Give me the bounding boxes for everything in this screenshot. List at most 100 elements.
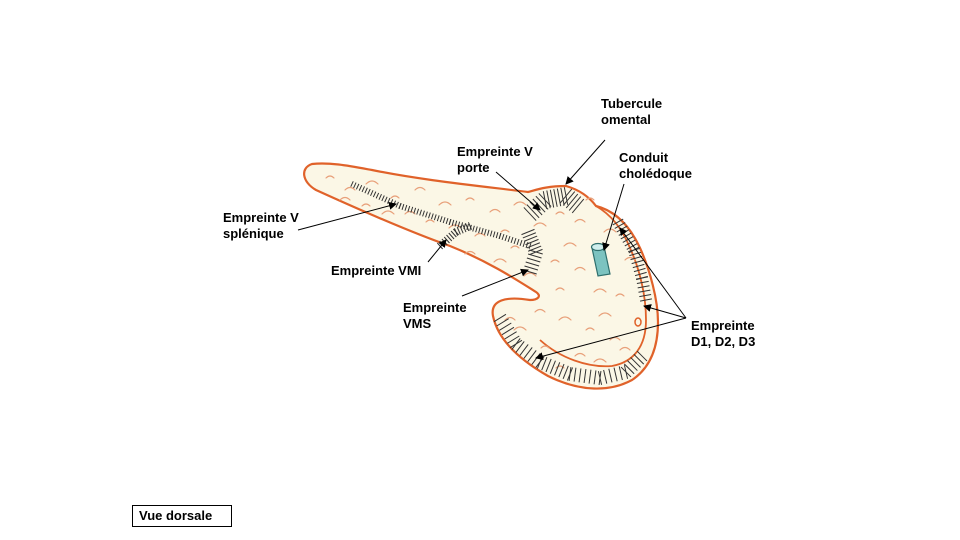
portal-hatch-mark (560, 187, 565, 206)
label-line: Empreinte (691, 318, 755, 333)
label-line: cholédoque (619, 166, 692, 181)
splenic-hatch-mark (448, 218, 452, 226)
duodenum-hatch-mark (633, 267, 646, 273)
texture-stroke (510, 245, 520, 249)
splenic-hatch-mark (507, 235, 511, 243)
bile-duct (590, 242, 611, 277)
splenic-hatch-mark (516, 238, 520, 246)
texture-stroke (493, 258, 507, 263)
portal-hatch-mark (565, 193, 579, 209)
splenic-hatch-mark (355, 183, 360, 190)
splenic-hatch-mark (492, 231, 496, 238)
label-tubercule-omental: Tubercule omental (601, 96, 662, 128)
pancreas-outline (303, 162, 660, 390)
label-empreinte-d1-d2-d3: Empreinte D1, D2, D3 (691, 318, 755, 350)
texture-stroke (598, 312, 612, 317)
portal-hatch-mark (523, 235, 538, 242)
label-line: omental (601, 112, 651, 127)
duodenum-hatch-mark (627, 360, 638, 371)
duodenum-hatch-mark (608, 368, 613, 383)
splenic-hatch-mark (457, 221, 461, 228)
portal-hatch-mark (522, 232, 537, 239)
texture-stroke (513, 201, 527, 206)
texture-stroke (365, 180, 379, 185)
texture-stroke (593, 358, 607, 363)
vmi-hatch-mark (443, 236, 450, 244)
splenic-hatch-mark (504, 234, 508, 242)
texture-stroke (540, 345, 550, 349)
duodenum-hatch-mark (636, 276, 648, 280)
duodenum-hatch-mark (578, 368, 582, 383)
splenic-hatch-mark (422, 210, 425, 217)
splenic-hatch-mark (433, 214, 437, 221)
leader-tubercule-omental (565, 139, 606, 185)
portal-hatch-mark (559, 188, 573, 204)
leader-empreinte-v-porte (495, 171, 541, 211)
splenic-hatch-mark (407, 205, 411, 212)
splenic-hatch-mark (484, 228, 487, 235)
duodenum-hatch-mark (519, 344, 529, 356)
splenic-hatch-mark (428, 212, 431, 219)
splenic-hatch-mark (513, 237, 517, 245)
splenic-hatch-mark (378, 194, 382, 200)
texture-stroke (381, 210, 395, 215)
duodenum-hatch-mark (588, 369, 592, 384)
portal-hatch-mark (556, 188, 562, 207)
splenic-hatch-mark (367, 188, 371, 195)
label-line: Empreinte V (457, 144, 533, 159)
texture-stroke (619, 346, 631, 351)
splenic-hatch-mark (460, 222, 464, 229)
duodenum-hatch-mark (504, 331, 517, 340)
splenic-vein-impression (350, 181, 532, 250)
label-line: Empreinte (403, 300, 467, 315)
splenic-hatch-mark (445, 218, 449, 225)
splenic-hatch-mark (364, 187, 368, 194)
splenic-hatch-mark (439, 216, 443, 223)
splenic-hatch-mark (489, 230, 493, 237)
splenic-hatch-mark (495, 232, 499, 239)
view-caption: Vue dorsale (132, 505, 232, 527)
splenic-hatch-mark (398, 202, 402, 210)
texture-stroke (438, 201, 452, 206)
texture-stroke (344, 186, 356, 191)
texture-stroke (414, 186, 426, 191)
duodenum-hatch-mark (499, 322, 512, 331)
label-line: splénique (223, 226, 284, 241)
vmi-hatch-mark (456, 226, 461, 235)
portal-hatch-mark (529, 249, 543, 255)
label-line: Empreinte V (223, 210, 299, 225)
portal-hatch-mark (549, 189, 555, 208)
texture-stroke (555, 365, 565, 369)
splenic-hatch-mark (475, 226, 478, 233)
texture-stroke (533, 222, 547, 227)
splenic-hatch-mark (510, 236, 514, 244)
duodenum-hatch-mark (507, 335, 520, 344)
duodenum-hatch-mark (597, 371, 603, 385)
splenic-hatch-mark (451, 219, 455, 226)
texture-stroke (574, 352, 586, 357)
duodenum-hatch-mark (638, 289, 651, 293)
portal-hatch-mark (521, 228, 535, 236)
parenchyma-texture (325, 175, 636, 369)
duodenum-hatch-mark (493, 313, 507, 323)
duodenum-hatch-mark (630, 357, 641, 368)
leader-empreinte-vmi (427, 239, 447, 263)
duodenum-hatch-mark (501, 326, 515, 336)
portal-hatch-mark (527, 253, 542, 259)
texture-stroke (563, 242, 577, 247)
label-line: Tubercule (601, 96, 663, 111)
splenic-hatch-mark (466, 223, 469, 230)
texture-stroke (504, 316, 516, 321)
texture-stroke (574, 218, 586, 223)
duodenum-hatch-mark (527, 350, 537, 362)
portal-hatch-mark (546, 190, 551, 209)
splenic-hatch-mark (404, 204, 408, 211)
splenic-hatch-mark (519, 239, 523, 247)
duodenum-hatch-mark (515, 341, 525, 353)
splenic-hatch-mark (413, 207, 417, 214)
label-empreinte-vmi: Empreinte VMI (331, 263, 421, 279)
splenic-hatch-mark (419, 209, 422, 216)
splenic-hatch-mark (436, 215, 440, 222)
splenic-hatch-mark (498, 232, 502, 240)
texture-stroke (339, 196, 351, 201)
